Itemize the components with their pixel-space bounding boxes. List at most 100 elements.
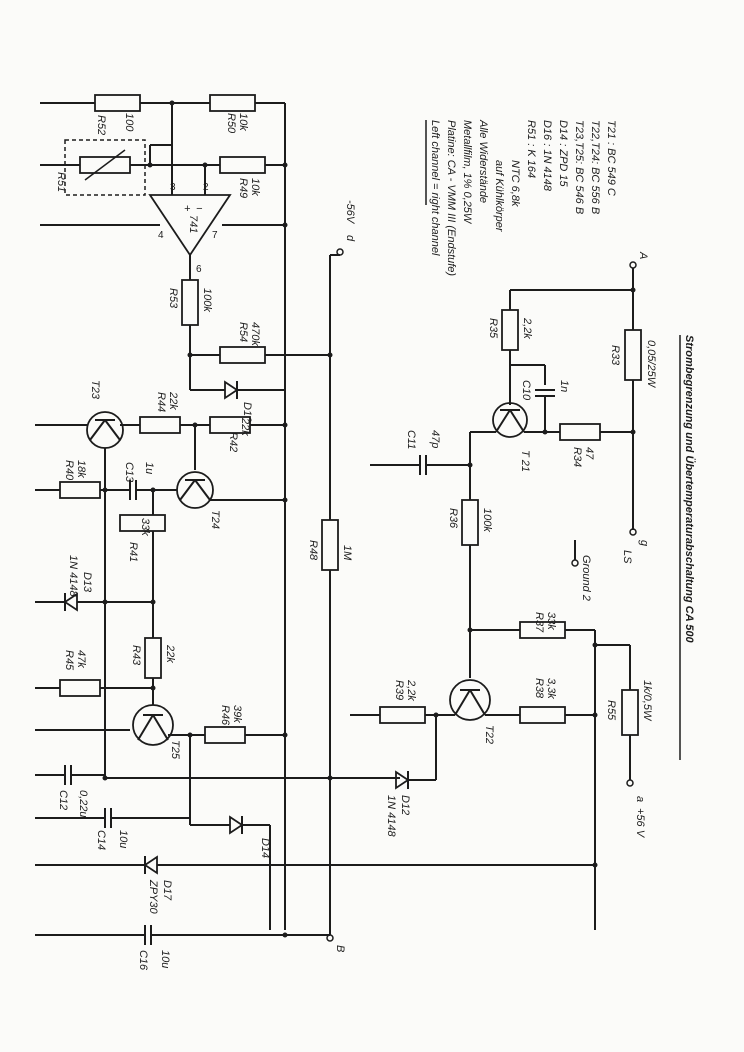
r33-value: 0,05/25W	[645, 340, 657, 389]
component-notes: T21 : BC 549 C T22,T24: BC 556 B T23,T25…	[425, 119, 617, 276]
r45-value: 47k	[75, 650, 87, 668]
r33-ref: R33	[609, 345, 621, 366]
r46-ref: R46	[219, 705, 231, 726]
resistor-r48	[321, 519, 339, 571]
junction	[102, 775, 108, 781]
resistor-r53	[181, 279, 199, 326]
resistor-r34	[559, 423, 601, 441]
note-line: R51 : K 164	[525, 120, 537, 178]
note-line: NTC 6,8k	[509, 160, 521, 207]
t21-ref: T 21	[519, 450, 531, 472]
r40-value: 18k	[75, 460, 87, 478]
neg56-d-label: d	[344, 235, 356, 242]
transistor-t24	[176, 471, 214, 509]
r37-value: 33k	[545, 612, 557, 630]
t23-ref: T23	[89, 380, 101, 400]
r54-ref: R54	[237, 322, 249, 342]
resistor-r43	[144, 637, 162, 679]
resistor-r54	[219, 346, 266, 364]
r43-ref: R43	[130, 645, 142, 666]
opamp-pin-2: 2	[203, 182, 209, 193]
neg56-label: -56V	[344, 200, 356, 225]
terminal-ls	[629, 528, 637, 536]
resistor-r55	[621, 689, 639, 736]
r35-ref: R35	[487, 318, 499, 339]
diode-d17	[143, 855, 158, 875]
note-line: Platine: CA - VMM III (Endstufe)	[445, 120, 457, 276]
temperature-section: 100 R52 10k R50 R51 10k R49 741 3 2 4	[40, 94, 333, 930]
opamp-pin-4: 4	[158, 230, 164, 241]
r44-value: 22k	[167, 391, 179, 410]
junction	[592, 862, 598, 868]
t25-lead	[152, 714, 169, 741]
opamp-plus: +	[184, 203, 191, 215]
junction	[592, 712, 598, 718]
c11-value: 47p	[429, 430, 441, 448]
diode-d14	[229, 815, 244, 835]
c16-value: 10u	[159, 950, 171, 968]
resistor-r39	[379, 706, 426, 724]
d13-value: 1N 4148	[67, 555, 79, 597]
junction	[192, 422, 198, 428]
junction	[282, 732, 288, 738]
r50-value: 10k	[237, 113, 249, 131]
r45-ref: R45	[63, 650, 75, 671]
r55-value: 1k/0,5W	[641, 680, 653, 722]
diode-d12	[395, 770, 410, 790]
note-line: Alle Widerstände	[477, 119, 489, 203]
opamp-pin-3: 3	[170, 182, 176, 193]
junction	[467, 462, 473, 468]
c10-value: 1n	[558, 380, 570, 392]
terminal-g-label: g	[638, 540, 650, 547]
note-line: D14 : ZPD 15	[557, 120, 569, 188]
title-block: Strombegrenzung und Übertemperaturabscha…	[679, 335, 696, 760]
r40-ref: R40	[63, 460, 75, 481]
junction	[327, 352, 333, 358]
r41-ref: R41	[127, 542, 139, 562]
r46-value: 39k	[231, 705, 243, 723]
note-line: T23,T25: BC 546 B	[573, 120, 585, 214]
d17-ref: D17	[161, 880, 173, 901]
r50-ref: R50	[225, 113, 237, 134]
opamp-741	[148, 194, 232, 257]
resistor-r35	[501, 309, 519, 351]
t24-ref: T24	[209, 510, 221, 529]
opamp-ref: 741	[187, 215, 199, 233]
pos56-label: +56 V	[634, 808, 646, 839]
t23-lead	[104, 419, 121, 441]
r48-ref: R48	[307, 540, 319, 561]
r53-ref: R53	[167, 288, 179, 309]
t21-lead	[509, 409, 525, 433]
junction	[592, 642, 598, 648]
t22-lead	[469, 689, 486, 716]
d17-value: ZPY30	[147, 879, 159, 915]
note-line: Left channel = right channel	[429, 120, 441, 256]
resistor-r49	[219, 156, 266, 174]
note-line: T21 : BC 549 C	[605, 120, 617, 196]
r34-ref: R34	[571, 447, 583, 467]
r49-ref: R49	[237, 178, 249, 198]
c14-ref: C14	[95, 830, 107, 850]
t24-lead	[194, 479, 211, 501]
c13-value: 1u	[143, 462, 155, 474]
r51-dashed-frame	[64, 139, 146, 196]
t23-lead	[89, 419, 106, 441]
junction	[282, 422, 288, 428]
diode-d16	[224, 380, 239, 400]
terminal-a-label: A	[637, 251, 649, 259]
terminal-b-label: B	[334, 945, 346, 952]
t25-lead	[137, 714, 154, 741]
c16-ref: C16	[137, 950, 149, 971]
t21-lead	[495, 409, 511, 433]
opamp-pin-6: 6	[196, 264, 202, 275]
c14-value: 10u	[117, 830, 129, 848]
t22-ref: T22	[483, 725, 495, 744]
note-line: D16 : 1N 4148	[541, 120, 553, 192]
r36-value: 100k	[481, 508, 493, 532]
r55-ref: R55	[605, 700, 617, 721]
note-line: T22,T24: BC 556 B	[589, 120, 601, 214]
r37-ref: R37	[533, 612, 545, 633]
c12-value: 0,22u	[77, 790, 89, 818]
resistor-r44	[139, 416, 181, 434]
r43-value: 22k	[164, 644, 176, 663]
